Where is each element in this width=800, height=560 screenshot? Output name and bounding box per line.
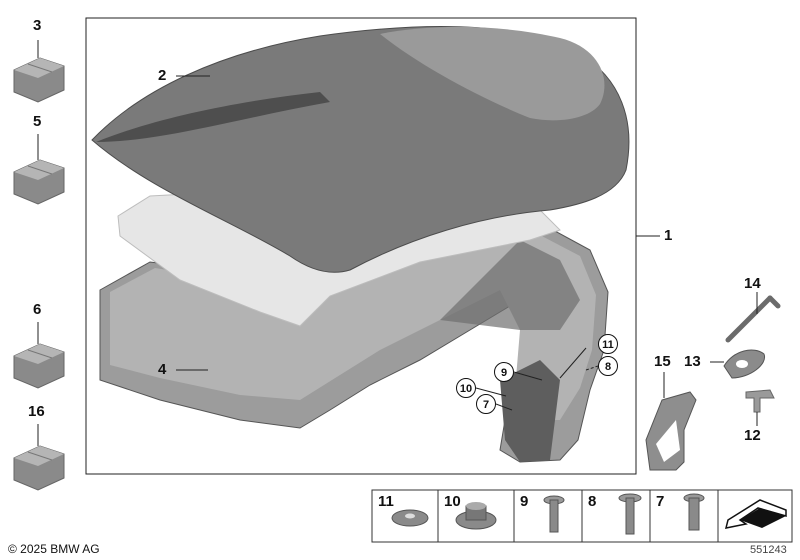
callout-13: 13 <box>684 353 701 370</box>
callout-3: 3 <box>33 17 42 34</box>
circled-callout-9: 9 <box>494 362 514 382</box>
callout-14: 14 <box>744 275 761 292</box>
callout-4: 4 <box>158 361 167 378</box>
circled-callout-8: 8 <box>598 356 618 376</box>
package-icon-5 <box>13 159 65 205</box>
copyright-text: © 2025 BMW AG <box>8 542 100 556</box>
direction-arrow-icon <box>724 499 787 529</box>
leader-9 <box>513 371 543 381</box>
callout-5: 5 <box>33 113 42 130</box>
circled-callout-7: 7 <box>476 394 496 414</box>
hex-key-part-14 <box>725 295 781 343</box>
strip-label-8: 8 <box>588 493 597 510</box>
circled-callout-11: 11 <box>598 334 618 354</box>
circled-callout-10: 10 <box>456 378 476 398</box>
package-icon-16 <box>13 445 65 491</box>
leader-8 <box>585 365 599 371</box>
strip-label-11: 11 <box>378 493 394 510</box>
strip-label-10: 10 <box>444 493 461 510</box>
package-icon-6 <box>13 343 65 389</box>
diagram-id: 551243 <box>750 544 787 556</box>
callout-15: 15 <box>654 353 671 370</box>
callout-6: 6 <box>33 301 42 318</box>
package-icon-3 <box>13 57 65 103</box>
leader-10 <box>475 387 507 397</box>
bolt-part-7 <box>683 493 705 531</box>
clip-part-12 <box>745 389 775 413</box>
bolt-part-8 <box>618 493 642 535</box>
callout-2: 2 <box>158 67 167 84</box>
leader-7 <box>495 403 513 411</box>
washer-part-11 <box>391 509 429 527</box>
strip-label-7: 7 <box>656 493 665 510</box>
leader-11 <box>559 347 587 379</box>
main-frame <box>85 17 637 475</box>
callout-16: 16 <box>28 403 45 420</box>
callout-12: 12 <box>744 427 761 444</box>
nut-part-10 <box>455 502 497 530</box>
callout-1: 1 <box>664 227 673 244</box>
roof-shell <box>91 25 630 273</box>
strip-label-9: 9 <box>520 493 529 510</box>
bracket-part-13 <box>723 349 766 379</box>
bolt-part-9 <box>543 495 565 533</box>
parts-strip <box>371 489 793 543</box>
hinge-plate-part-15 <box>645 391 697 471</box>
